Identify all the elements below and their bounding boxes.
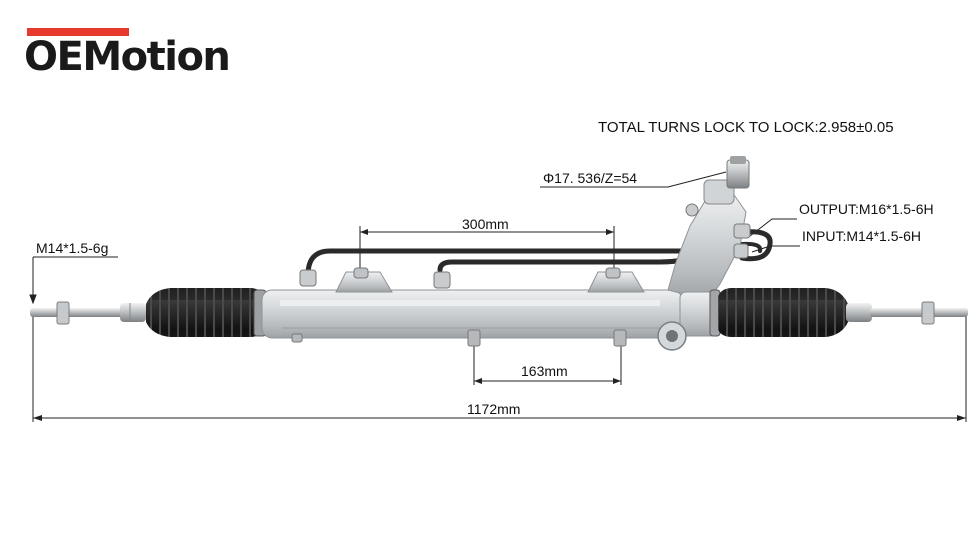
dimension-1172mm-label: 1172mm [467, 401, 521, 417]
logo-text: OEMotion [24, 34, 231, 80]
overall-length-dimension [32, 312, 967, 422]
housing-end-cap [657, 289, 721, 351]
right-tie-rod [846, 301, 968, 325]
turns-lock-to-lock-spec: TOTAL TURNS LOCK TO LOCK:2.958±0.05 [598, 119, 894, 136]
left-bellows-boot [146, 288, 267, 337]
pinion-spec-label: Φ17. 536/Z=54 [543, 170, 638, 186]
left-tie-rod [30, 301, 146, 325]
rack-housing [261, 267, 683, 347]
input-port-label: INPUT:M14*1.5-6H [802, 228, 922, 244]
valve-body [667, 156, 751, 301]
output-port-label: OUTPUT:M16*1.5-6H [799, 201, 934, 217]
logo-accent-bar [27, 28, 129, 36]
dimension-163mm-label: 163mm [521, 363, 568, 379]
tie-rod-thread-label: M14*1.5-6g [36, 240, 109, 256]
right-bellows-boot [718, 288, 848, 337]
dimension-300mm-label: 300mm [462, 216, 509, 232]
